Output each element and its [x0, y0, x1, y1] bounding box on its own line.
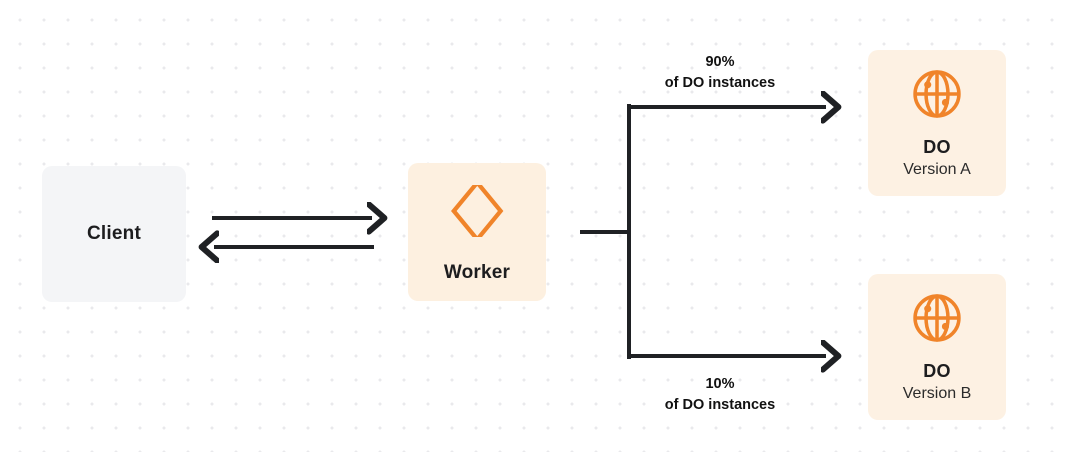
node-do-version-a[interactable]: DO Version A — [868, 50, 1006, 196]
edge-label-do-a: 90% of DO instances — [625, 52, 815, 94]
node-worker-label: Worker — [443, 262, 511, 283]
edge-label-do-b: 10% of DO instances — [625, 374, 815, 416]
node-do-b-label: DO — [923, 361, 951, 381]
node-client[interactable]: Client — [42, 166, 186, 302]
node-do-version-b[interactable]: DO Version B — [868, 274, 1006, 420]
node-do-b-sublabel: Version B — [902, 385, 972, 402]
edge-label-do-a-percent: 90% — [705, 54, 735, 70]
node-do-a-sublabel: Version A — [903, 161, 971, 178]
durable-object-globe-icon — [910, 291, 964, 345]
cloudflare-workers-icon — [446, 180, 508, 242]
durable-object-globe-icon — [910, 67, 964, 121]
node-client-label: Client — [87, 223, 141, 244]
edge-label-do-b-description: of DO instances — [664, 397, 776, 414]
edge-label-do-b-percent: 10% — [705, 376, 735, 392]
edge-label-do-a-description: of DO instances — [664, 75, 776, 92]
node-do-a-label: DO — [923, 137, 951, 157]
node-worker[interactable]: Worker — [408, 163, 546, 301]
